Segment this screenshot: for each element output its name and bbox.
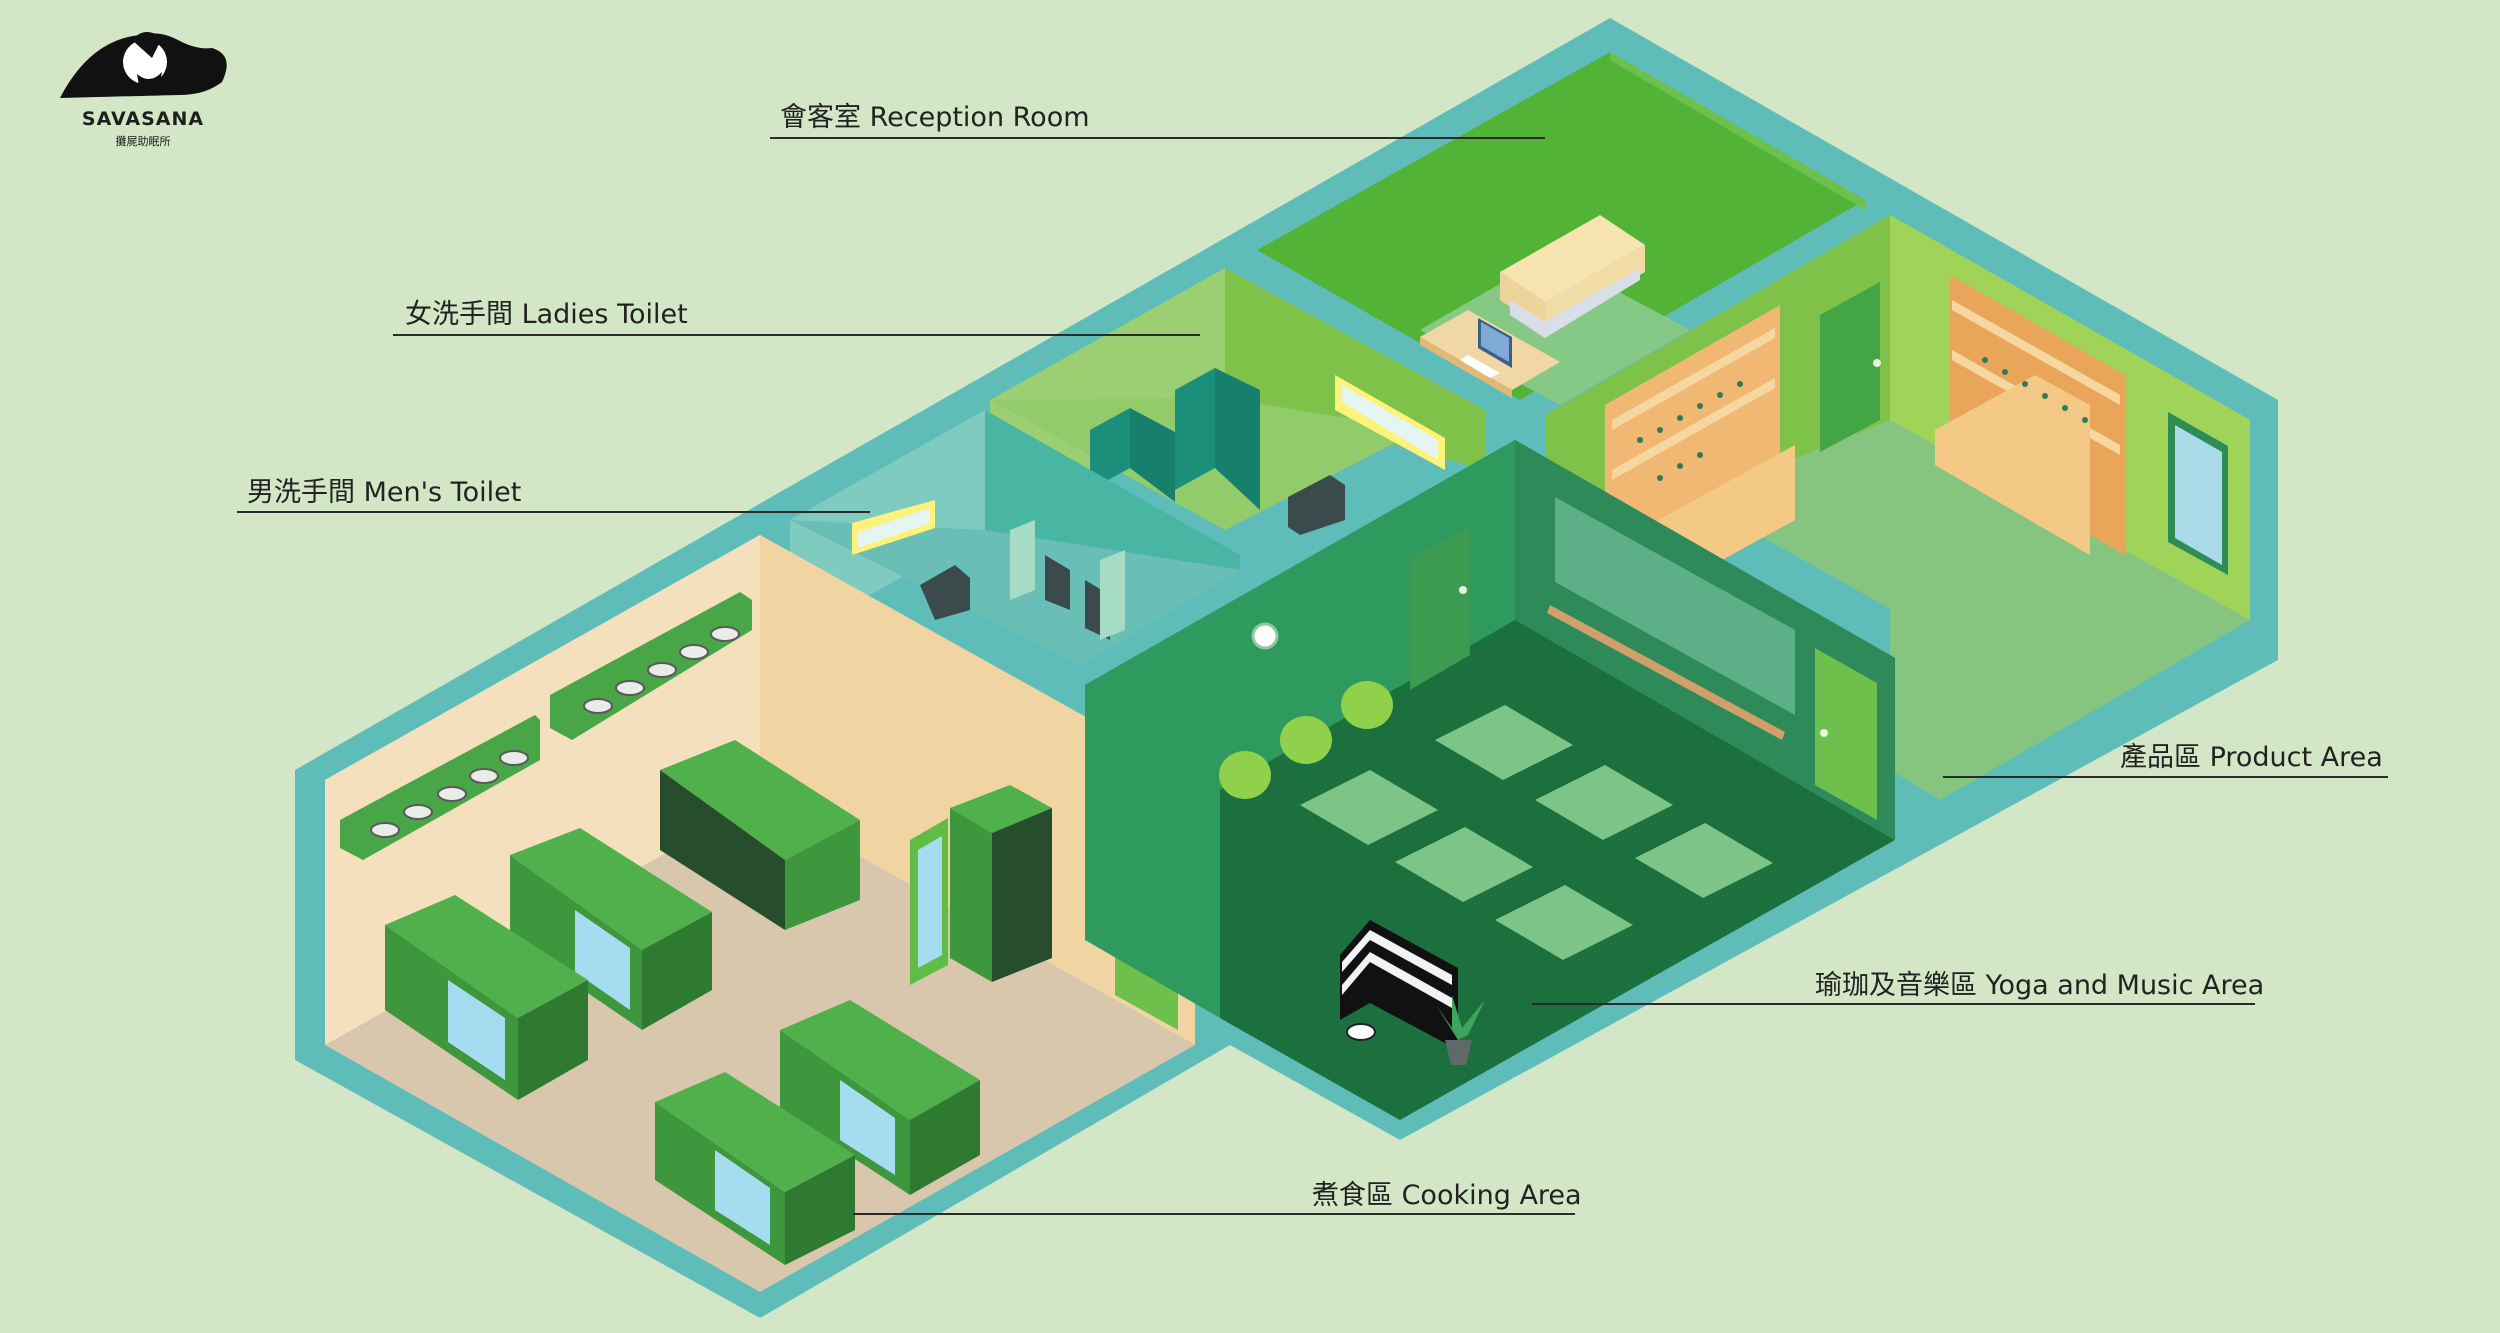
label-ladies-toilet: 女洗手間 Ladies Toilet bbox=[405, 299, 688, 330]
panda-icon bbox=[60, 31, 227, 99]
brand-name: SAVASANA bbox=[81, 108, 205, 130]
label-cooking-area: 煮食區 Cooking Area bbox=[1312, 1180, 1582, 1211]
reception-desk bbox=[1420, 310, 1560, 398]
label-yoga-music-area: 瑜珈及音樂區 Yoga and Music Area bbox=[1815, 970, 2265, 1001]
wall-shelf-upper bbox=[550, 592, 752, 740]
wall-shelf-lower bbox=[340, 715, 540, 860]
fridge bbox=[910, 785, 1052, 985]
kitchen-counter-back bbox=[660, 740, 860, 930]
kitchen-counter-2 bbox=[385, 895, 588, 1100]
piano bbox=[1340, 920, 1458, 1050]
kitchen-counter-1 bbox=[510, 828, 712, 1030]
label-mens-toilet: 男洗手間 Men's Toilet bbox=[247, 477, 522, 508]
urinals bbox=[1010, 520, 1125, 640]
leader-lines bbox=[237, 137, 2388, 1215]
kitchen-counter-4 bbox=[655, 1072, 855, 1265]
product-area bbox=[1545, 215, 2250, 800]
toilet-stalls bbox=[1090, 368, 1260, 510]
clock-icon bbox=[1251, 622, 1279, 650]
yoga-door-right bbox=[1815, 648, 1877, 820]
bean-bags bbox=[1219, 681, 1393, 799]
product-door bbox=[1820, 282, 1880, 452]
brand-subtitle: 攤屍助眠所 bbox=[115, 135, 171, 148]
yoga-mirror bbox=[1555, 497, 1795, 715]
yoga-door-left bbox=[1410, 525, 1470, 690]
plant bbox=[1436, 995, 1485, 1065]
ballet-barre bbox=[1547, 605, 1785, 740]
cooking-area bbox=[325, 535, 1195, 1292]
label-reception-room: 會客室 Reception Room bbox=[780, 102, 1090, 133]
yoga-mats bbox=[1300, 705, 1773, 960]
sofa bbox=[1500, 215, 1645, 338]
reception-room bbox=[1257, 52, 1865, 405]
product-shelf-right bbox=[1935, 275, 2125, 555]
kitchen-counter-3 bbox=[780, 1000, 980, 1195]
label-product-area: 產品區 Product Area bbox=[2120, 742, 2383, 773]
yoga-music-area bbox=[1085, 440, 1895, 1120]
